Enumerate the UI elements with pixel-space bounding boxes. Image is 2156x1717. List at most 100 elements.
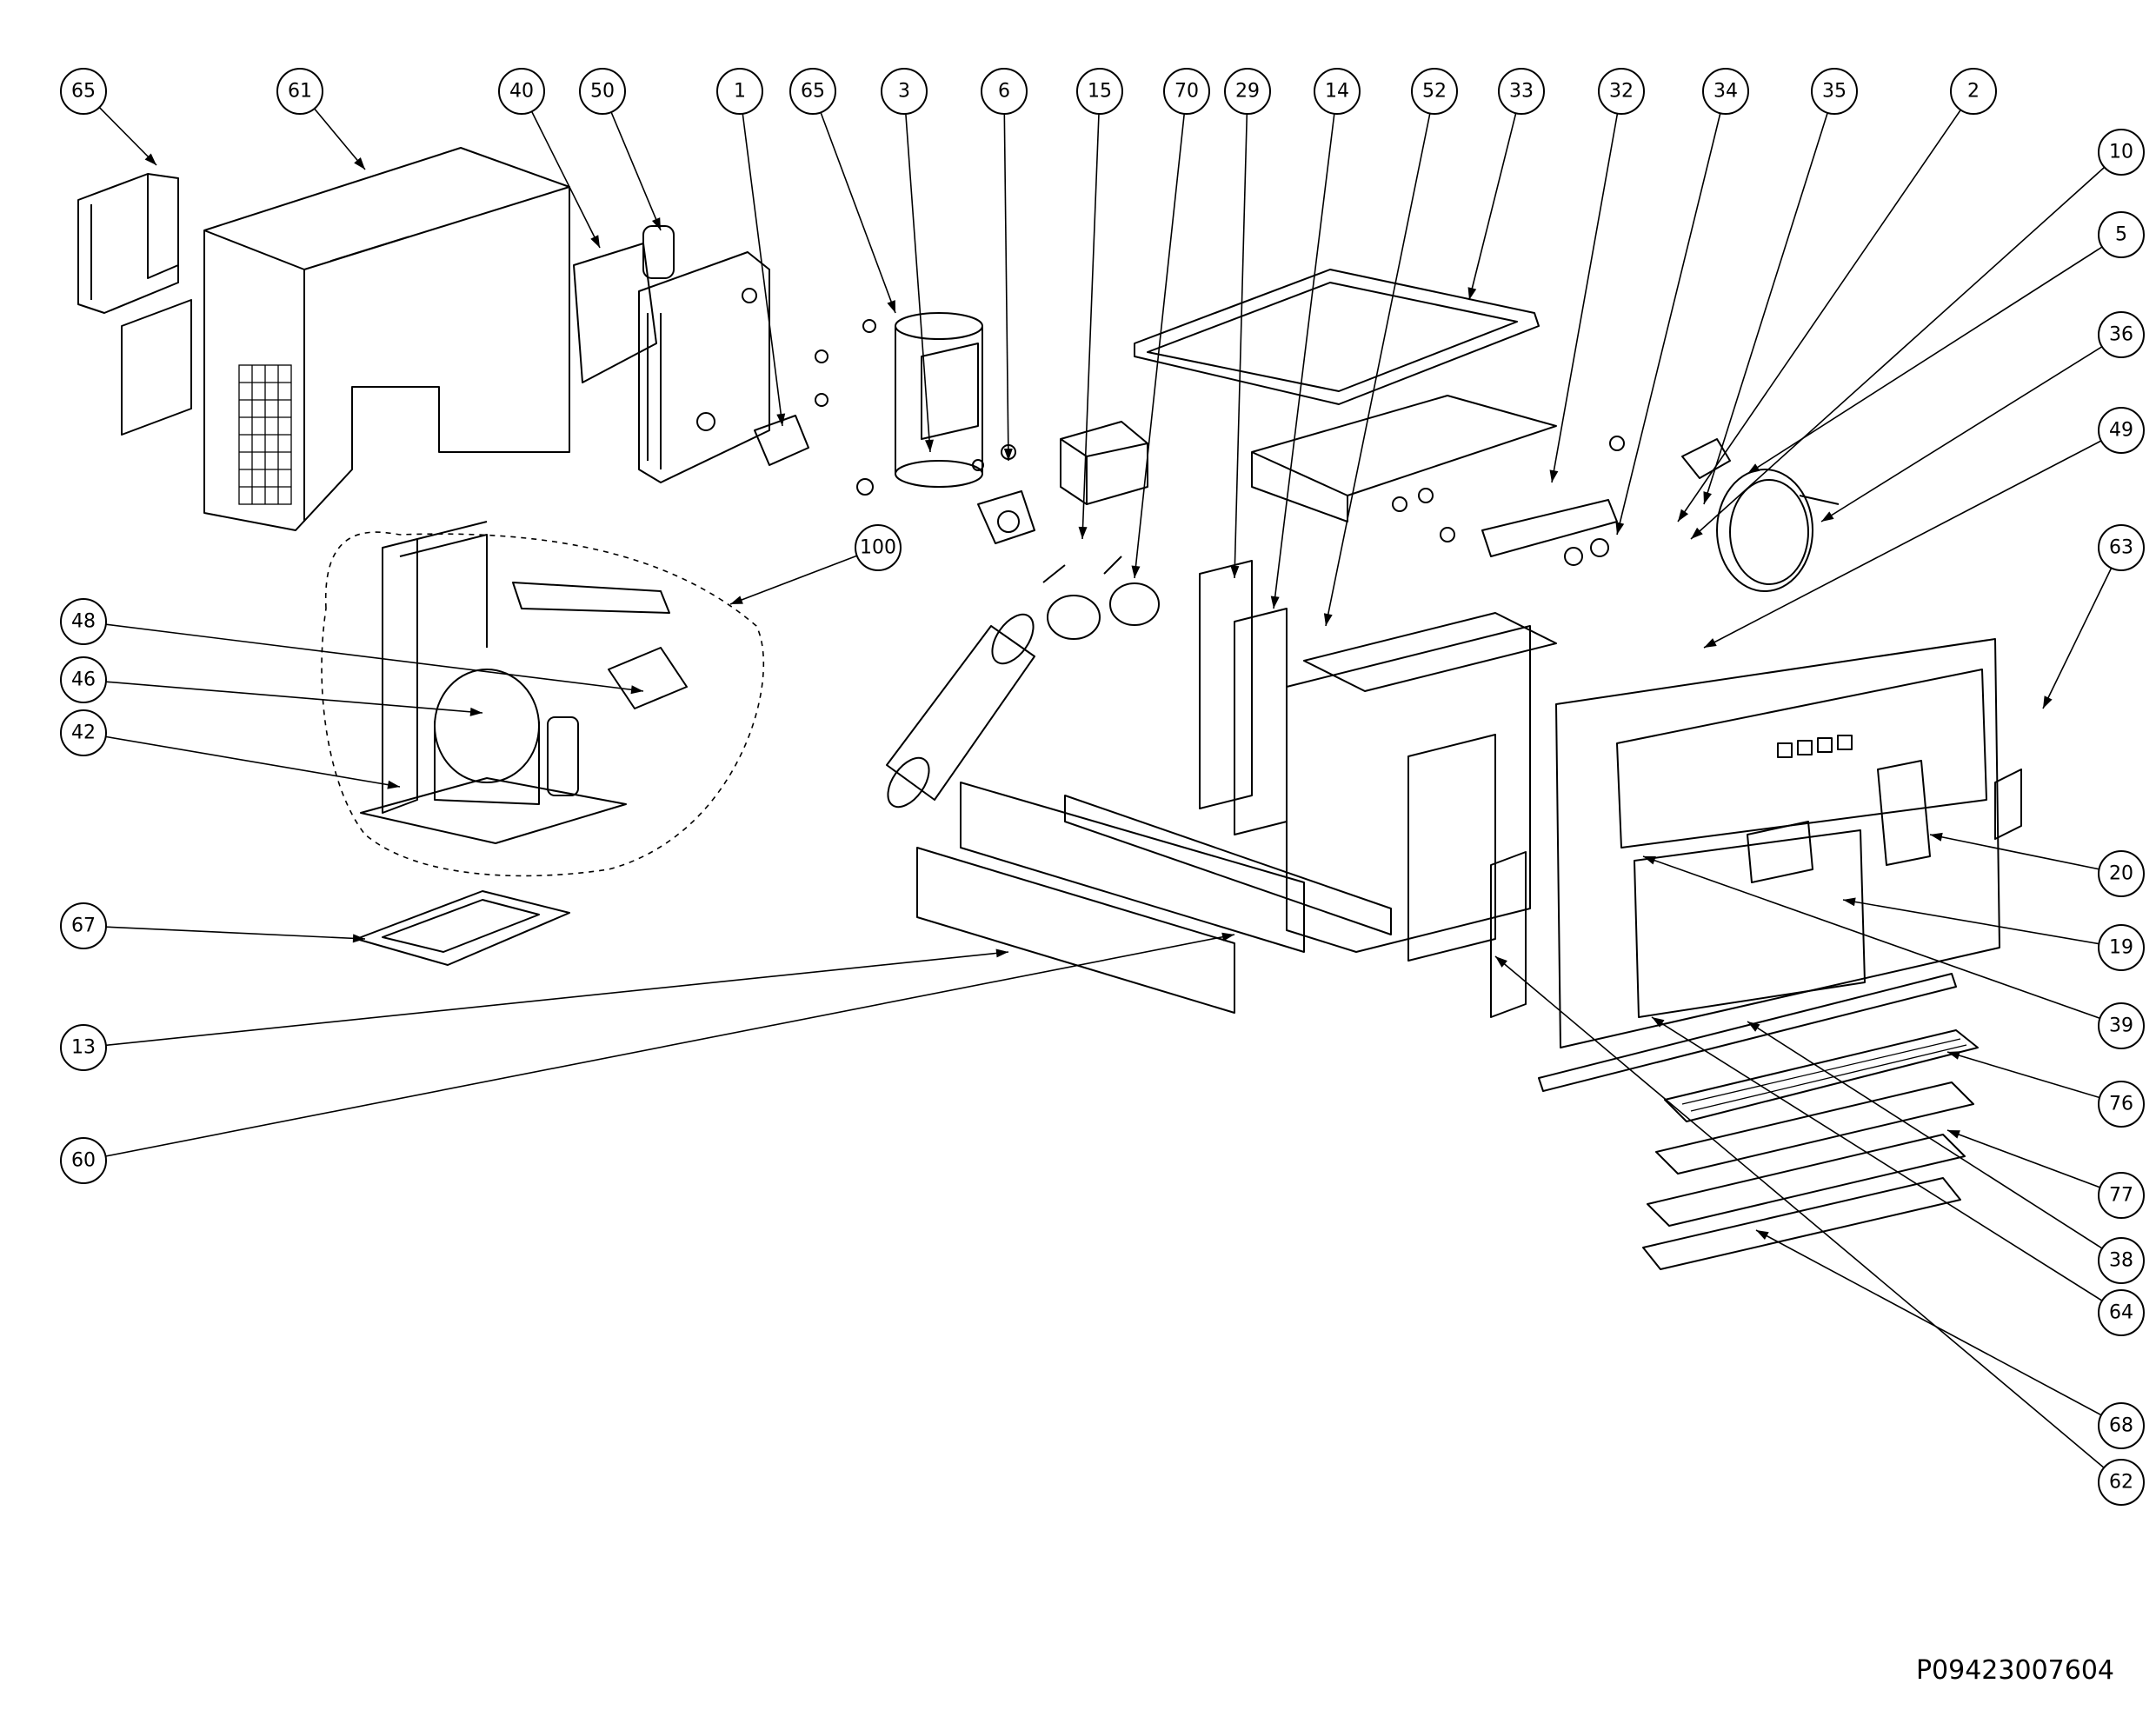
callout-76: 76 — [2098, 1081, 2145, 1128]
part-33-top-lid — [1134, 269, 1540, 405]
callout-number: 1 — [734, 81, 746, 103]
leader-line-77 — [1946, 1129, 2100, 1188]
part-77-tray — [1655, 1081, 1974, 1175]
leader-lines — [98, 106, 2113, 1468]
leader-arrowhead-42 — [387, 780, 400, 789]
callout-number: 62 — [2109, 1472, 2133, 1494]
leader-arrowhead-46 — [469, 707, 482, 716]
leader-line-65 — [98, 106, 157, 166]
callout-number: 64 — [2109, 1302, 2133, 1324]
callout-number: 6 — [998, 81, 1010, 103]
callout-circle — [60, 902, 107, 949]
callout-50: 50 — [579, 68, 626, 115]
leader-line-29 — [1234, 113, 1248, 579]
part-3-tank — [815, 312, 1016, 496]
part-68-base-tray — [1642, 1177, 1961, 1270]
callout-circle — [981, 68, 1028, 115]
leader-line-39 — [1642, 855, 2100, 1020]
part-61-cover-panel — [203, 147, 570, 531]
callout-49: 49 — [2098, 407, 2145, 454]
callout-number: 60 — [71, 1150, 96, 1172]
callout-33: 33 — [1498, 68, 1545, 115]
leader-arrowhead-13 — [995, 948, 1008, 958]
leader-arrowhead-100 — [730, 596, 743, 604]
leader-line-48 — [105, 623, 644, 692]
callout-number: 38 — [2109, 1250, 2133, 1272]
leader-line-68 — [1755, 1229, 2102, 1416]
part-52-bracket — [1490, 851, 1527, 1018]
callout-circle — [60, 598, 107, 645]
callout-number: 65 — [71, 81, 96, 103]
callout-circle — [1076, 68, 1123, 115]
callout-circle — [60, 1137, 107, 1184]
callout-circle — [2098, 407, 2145, 454]
leader-arrowhead-33 — [1467, 287, 1477, 300]
callout-circle — [1950, 68, 1997, 115]
callout-circle — [1314, 68, 1361, 115]
callout-number: 33 — [1509, 81, 1534, 103]
leader-line-34 — [1616, 113, 1721, 536]
leader-arrowhead-76 — [1947, 1051, 1960, 1060]
callout-number: 15 — [1088, 81, 1112, 103]
leader-arrowhead-20 — [1930, 832, 1943, 842]
part-2-power-cord — [1681, 438, 1840, 592]
callout-40: 40 — [498, 68, 545, 115]
callout-48: 48 — [60, 598, 107, 645]
callout-35: 35 — [1811, 68, 1858, 115]
leader-line-36 — [1820, 346, 2103, 522]
callout-67: 67 — [60, 902, 107, 949]
leader-line-64 — [1651, 1016, 2103, 1301]
callout-1: 1 — [716, 68, 763, 115]
leader-line-3 — [905, 113, 931, 453]
leader-arrowhead-6 — [1003, 448, 1013, 461]
leader-arrowhead-67 — [352, 934, 365, 943]
callout-34: 34 — [1702, 68, 1749, 115]
callout-circle — [2098, 924, 2145, 971]
part-32-shelf — [1251, 395, 1557, 522]
callout-circle — [2098, 1172, 2145, 1219]
leader-arrowhead-62 — [1495, 956, 1507, 968]
callout-number: 20 — [2109, 863, 2133, 885]
callout-circle — [60, 709, 107, 756]
leader-line-65 — [820, 112, 896, 314]
callout-29: 29 — [1224, 68, 1271, 115]
part-13-rail — [960, 782, 1305, 953]
leader-line-20 — [1929, 834, 2099, 870]
callout-number: 19 — [2109, 937, 2133, 959]
part-65-bracket — [77, 173, 192, 436]
callout-39: 39 — [2098, 1002, 2145, 1049]
callout-circle — [789, 68, 836, 115]
leader-line-50 — [610, 111, 662, 231]
part-100-compressor-assembly — [321, 521, 765, 877]
callout-68: 68 — [2098, 1402, 2145, 1449]
callout-42: 42 — [60, 709, 107, 756]
leader-arrowhead-29 — [1230, 565, 1240, 578]
callout-64: 64 — [2098, 1289, 2145, 1336]
callout-number: 77 — [2109, 1185, 2133, 1207]
callout-number: 70 — [1174, 81, 1199, 103]
leader-line-15 — [1081, 113, 1100, 540]
leader-line-19 — [1842, 899, 2099, 945]
leader-arrowhead-39 — [1643, 855, 1656, 865]
leader-arrowhead-77 — [1947, 1130, 1960, 1139]
callout-circle — [1702, 68, 1749, 115]
callout-20: 20 — [2098, 850, 2145, 897]
callout-circle — [498, 68, 545, 115]
part-14-side-panel — [1234, 608, 1288, 835]
callout-number: 61 — [288, 81, 312, 103]
leader-line-5 — [1747, 246, 2103, 475]
leader-line-52 — [1325, 113, 1431, 627]
leader-arrowhead-60 — [1221, 932, 1234, 942]
callout-2: 2 — [1950, 68, 1997, 115]
leader-arrowhead-10 — [1691, 527, 1703, 539]
callout-circle — [716, 68, 763, 115]
callout-number: 49 — [2109, 420, 2133, 442]
callout-number: 48 — [71, 611, 96, 633]
callout-number: 52 — [1422, 81, 1447, 103]
leader-line-33 — [1468, 113, 1517, 301]
callout-15: 15 — [1076, 68, 1123, 115]
callout-number: 34 — [1713, 81, 1738, 103]
callout-19: 19 — [2098, 924, 2145, 971]
callout-number: 10 — [2109, 142, 2133, 163]
leader-line-10 — [1690, 166, 2106, 540]
